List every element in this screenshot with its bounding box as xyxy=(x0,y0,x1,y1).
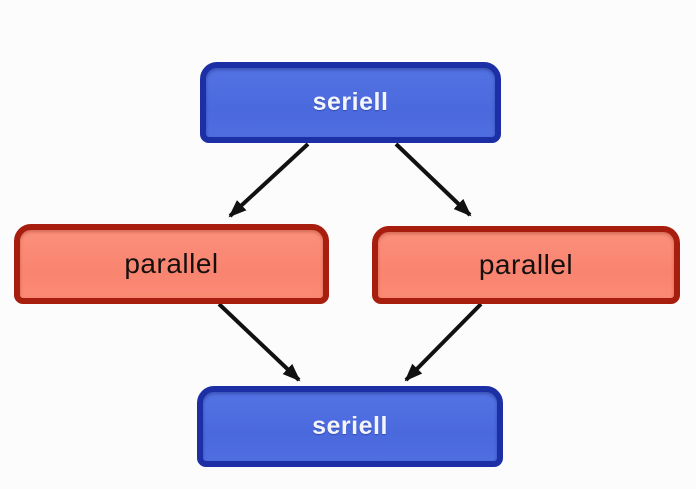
arrow-parallel-right-to-seriell-bottom xyxy=(404,302,483,382)
node-parallel-left-label: parallel xyxy=(124,248,219,279)
arrow-seriell-top-to-parallel-left xyxy=(228,142,310,218)
node-seriell-top: seriell xyxy=(200,62,501,143)
arrow-parallel-left-to-seriell-bottom xyxy=(217,302,301,382)
node-parallel-right: parallel xyxy=(372,226,680,304)
node-seriell-bottom: seriell xyxy=(197,386,503,467)
node-seriell-bottom-label: seriell xyxy=(312,412,388,440)
arrow-seriell-top-to-parallel-right xyxy=(394,142,472,217)
node-parallel-right-label: parallel xyxy=(478,249,574,280)
node-parallel-left: parallel xyxy=(14,224,329,304)
node-seriell-top-label: seriell xyxy=(312,88,389,116)
